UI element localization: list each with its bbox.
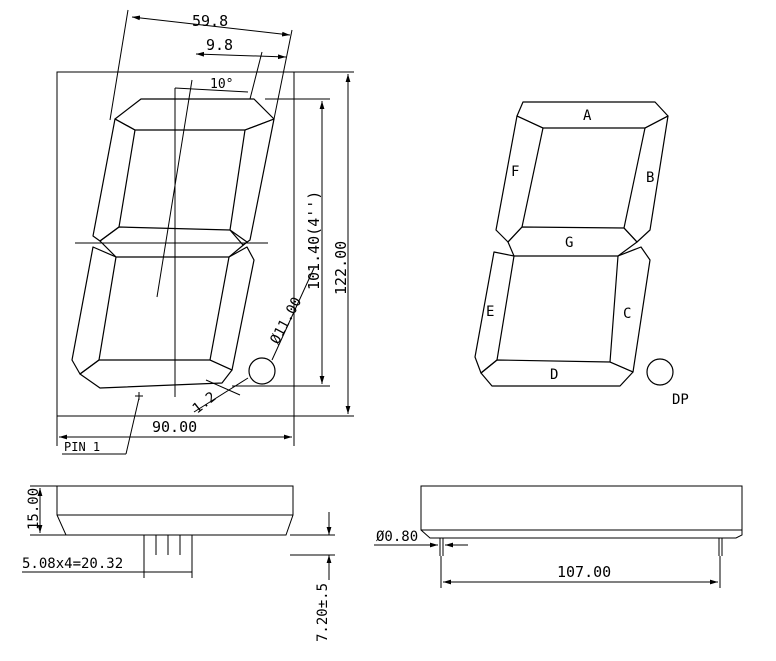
side-body — [56, 485, 294, 536]
segment-f-outline — [92, 118, 136, 242]
dim-top-span: 59.8 — [192, 12, 228, 30]
dim-total-height: 122.00 — [332, 241, 350, 295]
front-outline — [56, 71, 295, 417]
label-d: D — [550, 367, 558, 383]
segment-a-outline — [114, 98, 275, 131]
segment-a — [516, 101, 669, 129]
dim-body-height: 15.00 — [26, 488, 42, 530]
segment-g-outline — [99, 226, 248, 258]
segment-e-outline — [71, 246, 117, 375]
segment-e — [474, 251, 515, 374]
label-e: E — [486, 304, 494, 320]
segment-b-outline — [229, 118, 275, 246]
label-c: C — [623, 306, 631, 322]
pin1-label: PIN 1 — [64, 440, 100, 454]
dim-pin-length: 7.20±.5 — [315, 583, 331, 642]
dim-total-width: 90.00 — [152, 418, 197, 436]
label-dp: DP — [672, 392, 689, 408]
segment-d-outline — [79, 359, 233, 389]
label-f: F — [511, 164, 519, 180]
label-a: A — [583, 108, 592, 124]
dim-pin-diameter: Ø0.80 — [376, 529, 418, 545]
segment-dp — [646, 358, 674, 386]
dim-slant-angle: 10° — [210, 77, 233, 92]
segment-diagram: A F B G E C D DP — [474, 101, 689, 408]
dim-pin-pitch: 5.08x4=20.32 — [22, 556, 123, 572]
front-view: 59.8 9.8 10° 101.40(4'') 122.00 Ø11.00 1… — [56, 9, 354, 455]
dim-dp-diameter: Ø11.00 — [267, 295, 305, 347]
side-view: 15.00 5.08x4=20.32 7.20±.5 — [22, 485, 335, 642]
label-g: G — [565, 235, 573, 251]
segment-c-outline — [209, 246, 255, 371]
label-b: B — [646, 170, 654, 186]
dim-pin-span: 107.00 — [557, 563, 611, 581]
bottom-view: Ø0.80 107.00 — [374, 485, 743, 588]
dim-slant-offset: 9.8 — [206, 36, 233, 54]
dp-outline — [248, 357, 276, 385]
dim-digit-height: 101.40(4'') — [305, 191, 323, 290]
segment-d — [480, 359, 634, 387]
dim-segment-gap: 1.2 — [190, 389, 220, 417]
segment-f — [495, 115, 544, 243]
